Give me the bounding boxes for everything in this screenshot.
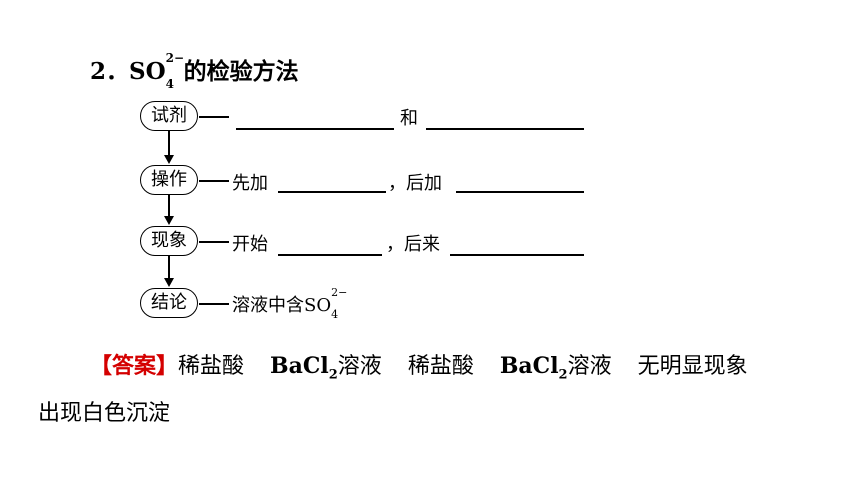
blank-operation-2 [456, 191, 584, 193]
blank-operation-1 [278, 191, 386, 193]
node-reagent: 试剂 [140, 101, 198, 131]
flow-arrow-3 [168, 256, 170, 279]
flow-arrow-1 [168, 131, 170, 157]
operation-then: ，后加 [388, 173, 442, 194]
flow-arrowhead-1 [164, 155, 174, 164]
blank-phenomenon-1 [278, 254, 382, 256]
node-phenomenon: 现象 [140, 226, 198, 256]
connector-operation [199, 180, 229, 182]
flow-arrowhead-3 [164, 278, 174, 287]
node-operation: 操作 [140, 165, 198, 195]
operation-first: 先加 [232, 173, 268, 194]
title-number: 2． [90, 58, 130, 85]
blank-reagent-2 [426, 128, 584, 130]
reagent-and: 和 [400, 108, 418, 129]
connector-reagent [199, 116, 229, 118]
answer-item-5: 无明显现象 [637, 354, 748, 379]
blank-phenomenon-2 [450, 254, 584, 256]
phenomenon-later: ，后来 [386, 234, 440, 255]
answer-item-3: 稀盐酸 [407, 354, 474, 379]
blank-reagent-1 [236, 128, 394, 130]
connector-conclusion [199, 303, 229, 305]
phenomenon-start: 开始 [232, 234, 268, 255]
answer-item-2: BaCl2 [270, 353, 338, 383]
title-text: 的检验方法 [183, 58, 299, 85]
node-conclusion: 结论 [140, 288, 198, 318]
flow-arrow-2 [168, 195, 170, 217]
answer-tag: 【答案】 [90, 353, 179, 379]
answer-line-2: 出现白色沉淀 [38, 401, 171, 426]
answer-item-1: 稀盐酸 [178, 354, 245, 379]
flow-arrowhead-2 [164, 216, 174, 225]
answer-item-4: BaCl2 [499, 353, 568, 383]
connector-phenomenon [199, 241, 229, 243]
